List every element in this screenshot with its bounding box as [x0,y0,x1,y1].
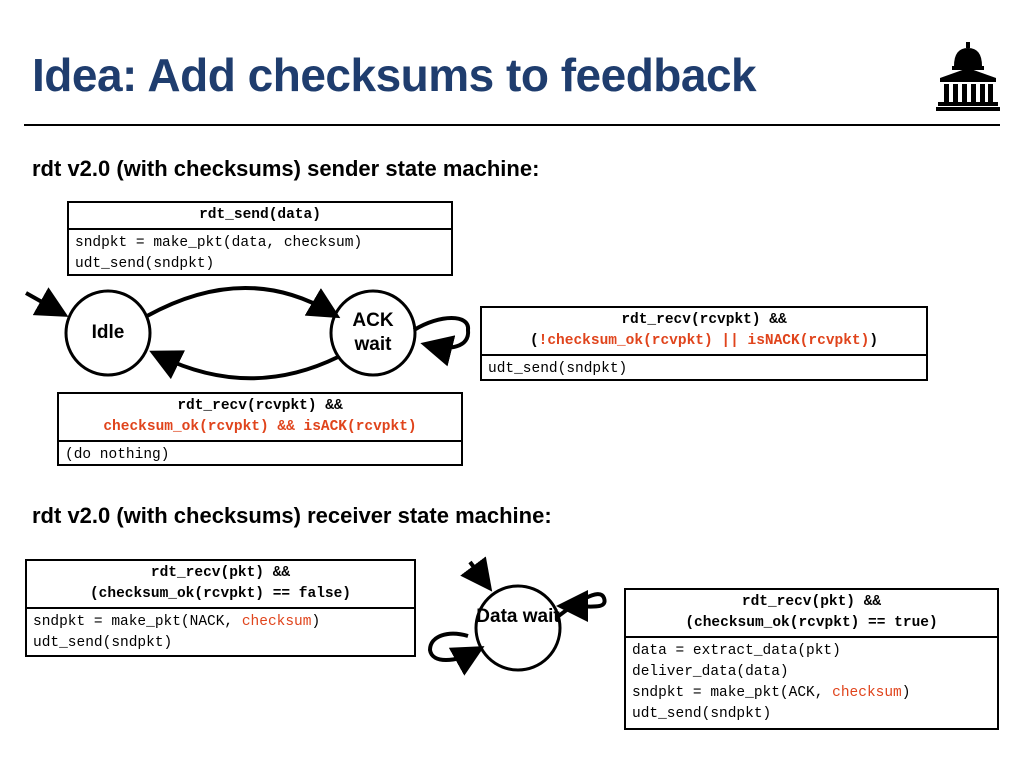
transition-corrupt-actions: sndpkt = make_pkt(NACK, checksum) udt_se… [27,609,414,657]
state-data-wait-line1: Data [476,606,518,627]
action-line: data = extract_data(pkt) [632,643,841,659]
condition-line: rdt_recv(pkt) && [741,594,882,610]
action-line: udt_send(sndpkt) [75,256,215,272]
condition-line-highlight: checksum_ok(rcvpkt) && isACK(rcvpkt) [103,419,417,435]
state-data-wait-line2: wait [522,606,560,627]
initial-arrow-idle [25,287,69,317]
title-divider [24,124,1000,126]
action-line: sndpkt = make_pkt(ACK, checksum) [632,683,991,704]
state-idle-text: Idle [91,322,125,343]
transition-box-ack: rdt_recv(rcvpkt) && checksum_ok(rcvpkt) … [57,392,463,466]
transition-send-arrow [146,285,341,319]
transition-ok-loop [554,590,607,623]
state-ack-wait-line2: wait [354,334,392,355]
action-prefix: sndpkt = make_pkt(ACK, [632,685,833,701]
condition-line: (checksum_ok(rcvpkt) == true) [685,615,938,631]
condition-line: rdt_recv(rcvpkt) && [621,312,787,328]
condition-or-operator: || [712,333,748,349]
transition-ok-actions: data = extract_data(pkt) deliver_data(da… [626,638,997,728]
action-line: sndpkt = make_pkt(data, checksum) [75,235,363,251]
state-ack-wait [329,289,417,377]
state-ack-wait-label: ACK wait [334,309,412,357]
condition-open-paren: ( [529,333,539,349]
transition-ack-actions: (do nothing) [59,442,461,469]
action-line: (do nothing) [65,447,170,463]
condition-close-paren: ) [869,333,879,349]
state-ack-wait-line1: ACK [352,310,394,331]
condition-not-checksum: !checksum_ok(rcvpkt) [538,333,713,349]
action-line: udt_send(sndpkt) [488,361,628,377]
transition-box-ok: rdt_recv(pkt) && (checksum_ok(rcvpkt) ==… [624,588,999,730]
condition-is-nack: isNACK(rcvpkt) [747,333,870,349]
transition-box-retransmit: rdt_recv(rcvpkt) && (!checksum_ok(rcvpkt… [480,306,928,381]
transition-send-actions: sndpkt = make_pkt(data, checksum) udt_se… [69,230,451,278]
receiver-heading: rdt v2.0 (with checksums) receiver state… [32,503,552,528]
transition-retransmit-actions: udt_send(sndpkt) [482,356,926,383]
initial-arrow-data-wait [460,556,493,592]
condition-line: rdt_send(data) [199,207,321,223]
action-prefix: sndpkt = make_pkt(NACK, [33,614,242,630]
condition-line: rdt_recv(pkt) && [150,565,291,581]
transition-retransmit-loop [412,316,471,367]
condition-line: (checksum_ok(rcvpkt) == false) [89,586,352,602]
transition-retransmit-condition: rdt_recv(rcvpkt) && (!checksum_ok(rcvpkt… [482,308,926,356]
transition-ok-condition: rdt_recv(pkt) && (checksum_ok(rcvpkt) ==… [626,590,997,638]
condition-line: (!checksum_ok(rcvpkt) || isNACK(rcvpkt)) [488,331,920,352]
state-data-wait-label: Data wait [476,605,560,629]
transition-ack-condition: rdt_recv(rcvpkt) && checksum_ok(rcvpkt) … [59,394,461,442]
action-checksum-highlight: checksum [241,614,312,630]
university-building-icon [936,42,1000,111]
sender-heading: rdt v2.0 (with checksums) sender state m… [32,156,540,181]
transition-corrupt-loop [427,631,485,676]
state-idle [64,289,152,377]
state-idle-label: Idle [66,321,150,345]
action-line: udt_send(sndpkt) [632,706,772,722]
condition-line: rdt_recv(rcvpkt) && [177,398,343,414]
transition-send-condition: rdt_send(data) [69,203,451,230]
action-suffix: ) [901,685,911,701]
transition-box-send: rdt_send(data) sndpkt = make_pkt(data, c… [67,201,453,276]
action-suffix: ) [311,614,321,630]
action-line: udt_send(sndpkt) [33,635,173,651]
action-checksum-highlight: checksum [832,685,902,701]
transition-box-corrupt: rdt_recv(pkt) && (checksum_ok(rcvpkt) ==… [25,559,416,657]
action-line: deliver_data(data) [632,664,789,680]
state-data-wait [474,584,562,672]
transition-ack-arrow [149,350,339,381]
slide-title: Idea: Add checksums to feedback [32,49,757,101]
action-line: sndpkt = make_pkt(NACK, checksum) [33,612,408,633]
transition-corrupt-condition: rdt_recv(pkt) && (checksum_ok(rcvpkt) ==… [27,561,414,609]
